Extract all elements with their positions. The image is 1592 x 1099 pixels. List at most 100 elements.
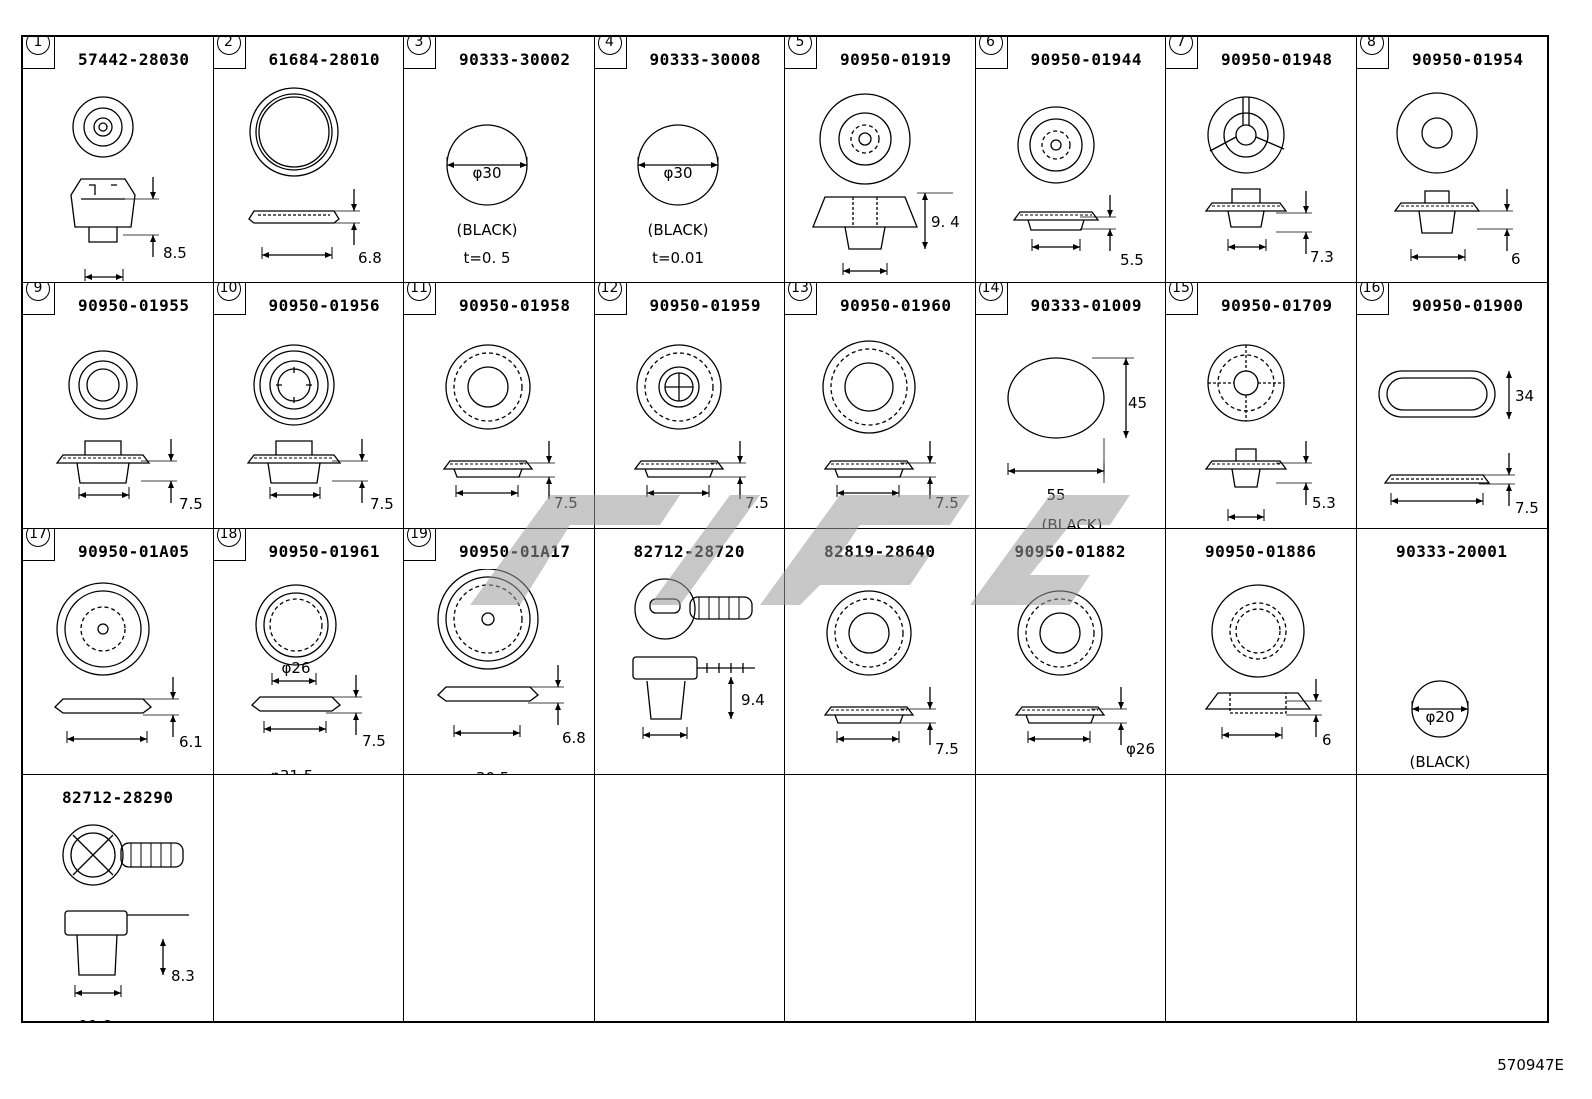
parts-grid: 157442-280308.5φ14.8261684-280106.8φ100.… xyxy=(21,35,1549,1023)
ref-number-box: 3 xyxy=(404,37,436,69)
part-illustration: φ30(BLACK)t=0. 5 xyxy=(446,124,528,267)
part-drawing xyxy=(633,344,746,499)
part-number: 90950-01882 xyxy=(1014,542,1126,561)
ref-number: 16 xyxy=(1359,283,1384,301)
dim-diameter: φ15.5 xyxy=(79,527,122,529)
dim-diameter: φ30.5 xyxy=(466,769,509,775)
ref-number-box: 16 xyxy=(1356,283,1389,315)
part-drawing xyxy=(442,344,555,499)
ref-number-box: 17 xyxy=(23,529,55,561)
dim-height: 6 xyxy=(1322,731,1332,749)
ref-number-box: 6 xyxy=(975,37,1008,69)
dim-diameter: φ20 xyxy=(1425,708,1454,726)
ref-number: 9 xyxy=(26,283,50,301)
top-view xyxy=(56,582,150,676)
part-drawing xyxy=(636,124,719,206)
empty-cell xyxy=(976,775,1166,1021)
ref-number: 7 xyxy=(1169,37,1193,55)
cell-header: 3 90333-30002 xyxy=(404,37,594,77)
part-illustration: 7.5φ31.5 xyxy=(442,344,578,512)
top-view xyxy=(822,340,916,434)
ref-number: 10 xyxy=(216,283,241,301)
part-number: 90333-30002 xyxy=(459,50,571,69)
top-view xyxy=(445,344,531,430)
part-drawing xyxy=(1377,370,1515,506)
part-drawing xyxy=(437,569,564,737)
part-illustration: 5.5φ22.1 xyxy=(1012,106,1144,269)
dim-diameter: φ15.5 xyxy=(1224,773,1267,775)
top-view xyxy=(248,87,339,177)
cell-header: 90950-01882 xyxy=(976,529,1166,569)
part-illustration: 6φ13.5 xyxy=(1393,92,1521,268)
ref-number: 14 xyxy=(978,283,1003,301)
dim-height: 8.3 xyxy=(171,967,195,985)
part-illustration: 8.3φ11.8 xyxy=(62,824,195,1021)
dim-height: 34 xyxy=(1515,387,1534,405)
dim-height: 7.5 xyxy=(362,732,386,750)
ref-number-box: 18 xyxy=(213,529,246,561)
part-drawing xyxy=(1006,357,1134,483)
cell-header: 82712-28290 xyxy=(23,775,213,815)
top-view xyxy=(826,590,912,676)
part-illustration: 7.3φ10.4 xyxy=(1204,96,1334,266)
part-number: 82712-28290 xyxy=(62,788,174,807)
top-view xyxy=(1207,96,1285,174)
ref-number-box: 4 xyxy=(594,37,627,69)
part-number: 82819-28640 xyxy=(824,542,936,561)
part-number: 82712-28720 xyxy=(633,542,745,561)
dim-height: 6.8 xyxy=(358,249,382,267)
part-cell: 90950-01882φ267.5 xyxy=(975,529,1166,775)
top-view xyxy=(254,584,337,666)
empty-cell xyxy=(1357,775,1548,1021)
ref-number-box: 15 xyxy=(1166,283,1198,315)
dim-height: 5.5 xyxy=(1120,251,1144,269)
part-number: 90950-01954 xyxy=(1412,50,1524,69)
dim-height: φ26 xyxy=(1126,740,1155,758)
part-cell: 3 90333-30002 φ30(BLACK)t=0. 5 xyxy=(404,37,595,283)
dim-height: 5.3 xyxy=(1312,494,1336,512)
dim-diameter: φ26 xyxy=(281,659,310,677)
part-number: 90950-01955 xyxy=(78,296,190,315)
part-number: 57442-28030 xyxy=(78,50,190,69)
note-color: (BLACK) xyxy=(647,221,708,239)
ref-number: 6 xyxy=(978,37,1003,55)
part-drawing xyxy=(62,824,189,997)
ref-number: 12 xyxy=(597,283,622,301)
ref-number-box: 13 xyxy=(785,283,817,315)
part-drawing xyxy=(1204,344,1312,521)
ref-number: 19 xyxy=(407,529,431,547)
ref-number-box: 9 xyxy=(23,283,55,315)
cell-header: 82819-28640 xyxy=(785,529,975,569)
part-illustration: φ20(BLACK)t=0. 5 xyxy=(1409,680,1470,771)
part-drawing xyxy=(1204,584,1322,739)
clip-top xyxy=(62,824,124,886)
ref-number: 3 xyxy=(407,37,431,55)
part-illustration: 5.3φ10 xyxy=(1204,344,1336,521)
part-number: 90950-01A17 xyxy=(459,542,571,561)
note-thickness: t=0. 5 xyxy=(463,249,510,267)
part-number: 90950-01960 xyxy=(840,296,952,315)
dim-height: 6 xyxy=(1511,250,1521,268)
drawing-code: 570947E xyxy=(1497,1056,1564,1074)
part-drawing xyxy=(822,340,936,499)
part-number: 90333-30008 xyxy=(649,50,761,69)
ref-number: 17 xyxy=(26,529,50,547)
top-view xyxy=(1395,92,1478,174)
